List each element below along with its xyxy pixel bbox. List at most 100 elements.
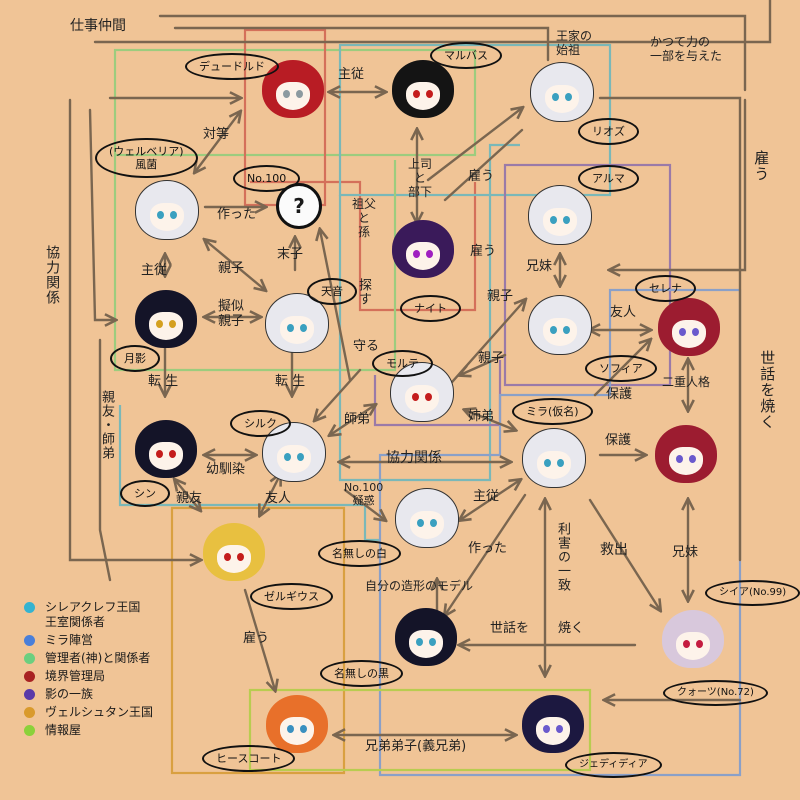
name-bubble-aruma: アルマ [578,165,639,193]
line-top-2 [173,26,550,62]
label-protect-morte: 守る [353,339,380,354]
name-bubble-heathcote: ヒースコート [202,745,296,773]
legend-dot [24,671,35,682]
arrow-hire-rioz-1 [426,108,522,182]
label-boss-subordinate: 上司 と 部下 [408,157,433,199]
arrow-left-cooperation [68,98,200,560]
name-bubble-dudrudo: デュードルド [185,53,279,81]
character-no100[interactable]: ? [276,183,322,229]
legend-label: 管理者(神)と関係者 [45,651,151,665]
legend-label: シレアクレフ王国 王室関係者 [45,600,141,629]
label-best-friend: 親友 [176,491,203,506]
character-heathcote[interactable] [266,695,328,753]
name-bubble-no100: No.100 [233,165,301,193]
legend-item-border: 境界管理局 [24,669,153,684]
label-friend: 友人 [265,491,292,506]
character-rioz[interactable] [530,62,594,122]
group-box-border-naito [250,180,477,312]
label-royal-founder: 王家の 始祖 [556,29,593,57]
label-shared-interest: 利害の一致 [554,522,570,592]
label-made-2: 作った [468,541,508,556]
legend-item-shadow: 影の一族 [24,687,153,702]
character-jedidia[interactable] [522,695,584,753]
character-shia[interactable] [655,425,717,483]
arrow-mira-master [460,480,520,520]
label-hire-3: 雇う [243,631,270,646]
label-friend-sofia: 友人 [610,305,637,320]
legend-label: 境界管理局 [45,669,106,683]
name-bubble-quartz: クォーツ(No.72) [663,680,768,706]
name-bubble-rioz: リオズ [578,118,639,146]
line-colleagues [93,0,772,44]
legend-item-admin: 管理者(神)と関係者 [24,651,153,666]
character-marbas[interactable] [392,60,454,118]
legend-label: 情報屋 [45,723,82,737]
name-bubble-jedidia: ジェディディア [565,752,662,778]
label-protect-2: 保護 [605,433,632,448]
character-nanashi-kuro[interactable] [395,608,457,666]
character-mira[interactable] [522,428,586,488]
label-dual-personality: 二重人格 [662,375,711,389]
character-nanashi-shiro[interactable] [395,488,459,548]
label-no100-suspect: No.100 疑惑 [344,481,384,507]
arrow-search [320,230,352,382]
legend-dot [24,725,35,736]
arrow-hire-right [610,98,747,270]
label-parent-child-diag: 親子 [218,261,245,276]
name-bubble-sofia: ソフィア [585,355,657,383]
arrow-hire-rioz-2 [443,128,524,202]
legend-dot [24,707,35,718]
name-bubble-shia: シイア(No.99) [705,580,800,606]
character-zergius[interactable] [203,523,265,581]
label-search: 探す [355,278,371,306]
arrow-parent-child-morte [460,353,507,375]
legend-label: ヴェルシュタン王国 [45,705,154,719]
name-bubble-kazami: (ウェルベリア) 風菌 [95,138,198,179]
arrow-parent-child-mid [443,300,525,392]
legend-label: 影の一族 [45,687,94,701]
group-box-info [248,688,592,772]
name-bubble-serena: セレナ [635,275,696,303]
arrow-no100-suspect [343,488,385,520]
character-naito[interactable] [392,220,454,278]
legend-label: ミラ陣営 [45,633,94,647]
character-kazami[interactable] [135,180,199,240]
arrow-rescue [588,498,660,610]
name-bubble-shin: シン [120,480,170,508]
group-box-shadow [503,163,672,387]
label-made: 作った [217,207,257,222]
character-aruma[interactable] [528,185,592,245]
group-box-shadow-morte [373,360,502,427]
label-grandfather: 祖父 と 孫 [352,197,377,239]
label-care: 世話を焼く [758,350,777,430]
legend: シレアクレフ王国 王室関係者 ミラ陣営 管理者(神)と関係者 境界管理局 影の一… [24,600,153,741]
label-cooperation-mid: 協力関係 [386,450,442,466]
arrow-disciple [330,405,375,435]
name-bubble-tsukikage: 月影 [110,345,160,373]
label-siblings-quartz: 兄妹 [672,545,699,560]
character-serena[interactable] [658,298,720,356]
arrow-parent-child-diag [205,240,265,290]
legend-item-info: 情報屋 [24,723,153,738]
group-box-mira [378,288,742,777]
label-siblings-aruma: 兄妹 [526,259,553,274]
arrow-left-best-friend-2 [98,338,112,582]
character-shin[interactable] [135,420,197,478]
name-bubble-morte: モルテ [372,350,433,378]
arrow-friend [260,475,280,515]
label-master-servant-top: 主従 [338,67,365,82]
character-shiruku[interactable] [262,422,326,482]
name-bubble-naito: ナイト [400,295,461,323]
arrow-protect-morte [315,368,362,420]
group-box-admin-top [113,48,477,157]
character-sofia[interactable] [528,295,592,355]
legend-dot [24,689,35,700]
label-hire-right: 雇う [752,150,771,182]
label-brother-disciple: 兄弟弟子(義兄弟) [365,739,467,754]
arrow-sister-brother [465,410,515,430]
character-quartz[interactable] [662,610,724,668]
arrow-left-best-friend [88,108,115,320]
legend-item-royal: シレアクレフ王国 王室関係者 [24,600,153,630]
group-box-velstan [170,506,346,775]
character-tsukikage[interactable] [135,290,197,348]
